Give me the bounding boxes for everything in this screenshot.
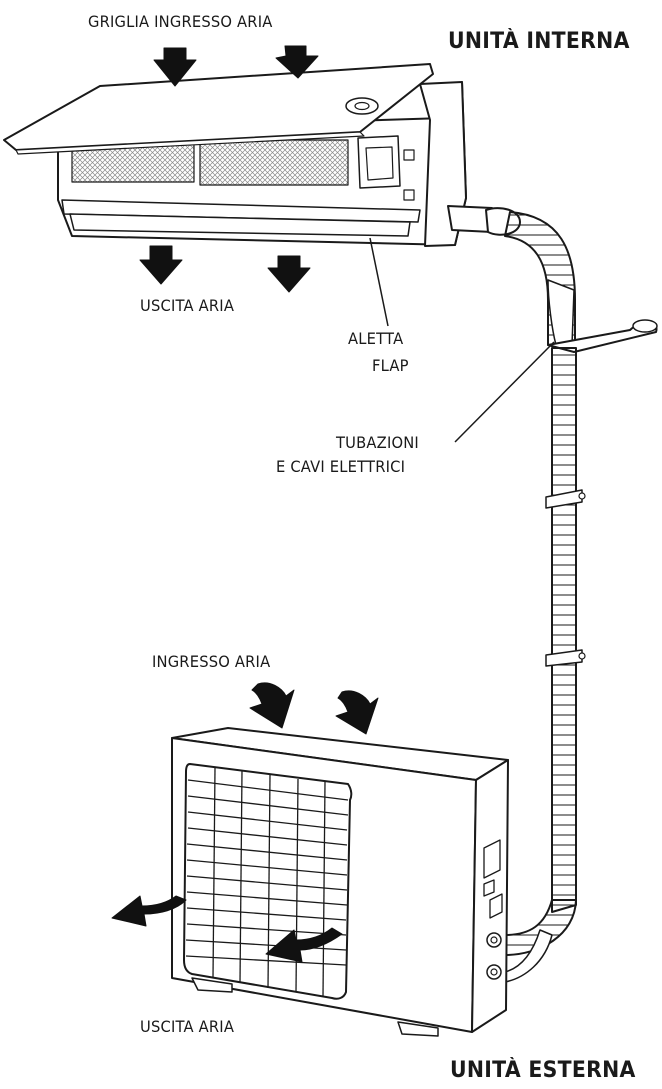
air-arrows (111, 45, 379, 963)
air-inlet-arrow (275, 45, 319, 79)
label-flap: FLAP (372, 356, 409, 375)
leader-lines (369, 237, 555, 443)
label-air-inlet-bottom: INGRESSO ARIA (152, 652, 271, 671)
indoor-unit (3, 63, 467, 247)
air-inlet-arrow (153, 47, 197, 87)
label-cavi-elettrici: E CAVI ELETTRICI (276, 457, 406, 476)
leader-line (369, 237, 389, 327)
label-air-outlet-top: USCITA ARIA (140, 296, 235, 315)
air-outlet-arrow (139, 245, 183, 285)
air-outlet-arrow (267, 255, 311, 293)
air-inlet-arrow (249, 682, 295, 729)
label-outdoor-unit: UNITÀ ESTERNA (450, 1058, 636, 1083)
air-outlet-arrow (265, 927, 343, 963)
label-tubazioni: TUBAZIONI (336, 433, 419, 452)
outdoor-unit (171, 727, 509, 1037)
pipe-bundle (447, 205, 658, 983)
air-outlet-arrow (111, 895, 187, 927)
air-inlet-arrow (335, 690, 379, 735)
leader-line (454, 341, 555, 443)
label-air-intake-grille: GRIGLIA INGRESSO ARIA (88, 12, 273, 31)
label-aletta: ALETTA (348, 329, 404, 348)
label-air-outlet-bottom: USCITA ARIA (140, 1017, 235, 1036)
label-indoor-unit: UNITÀ INTERNA (448, 29, 630, 54)
